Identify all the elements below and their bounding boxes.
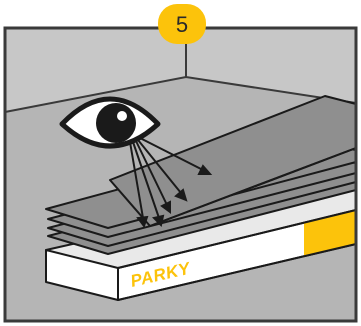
step-number-badge: 5: [158, 4, 206, 44]
plank-box: PARKY: [45, 179, 357, 301]
sight-line-arrows: [129, 137, 213, 229]
box-yellow-stripe: [304, 210, 356, 256]
plank-stack: [45, 95, 357, 255]
step-number: 5: [176, 12, 188, 37]
eye-icon: [59, 96, 161, 149]
plank-top-edge: [149, 147, 357, 227]
